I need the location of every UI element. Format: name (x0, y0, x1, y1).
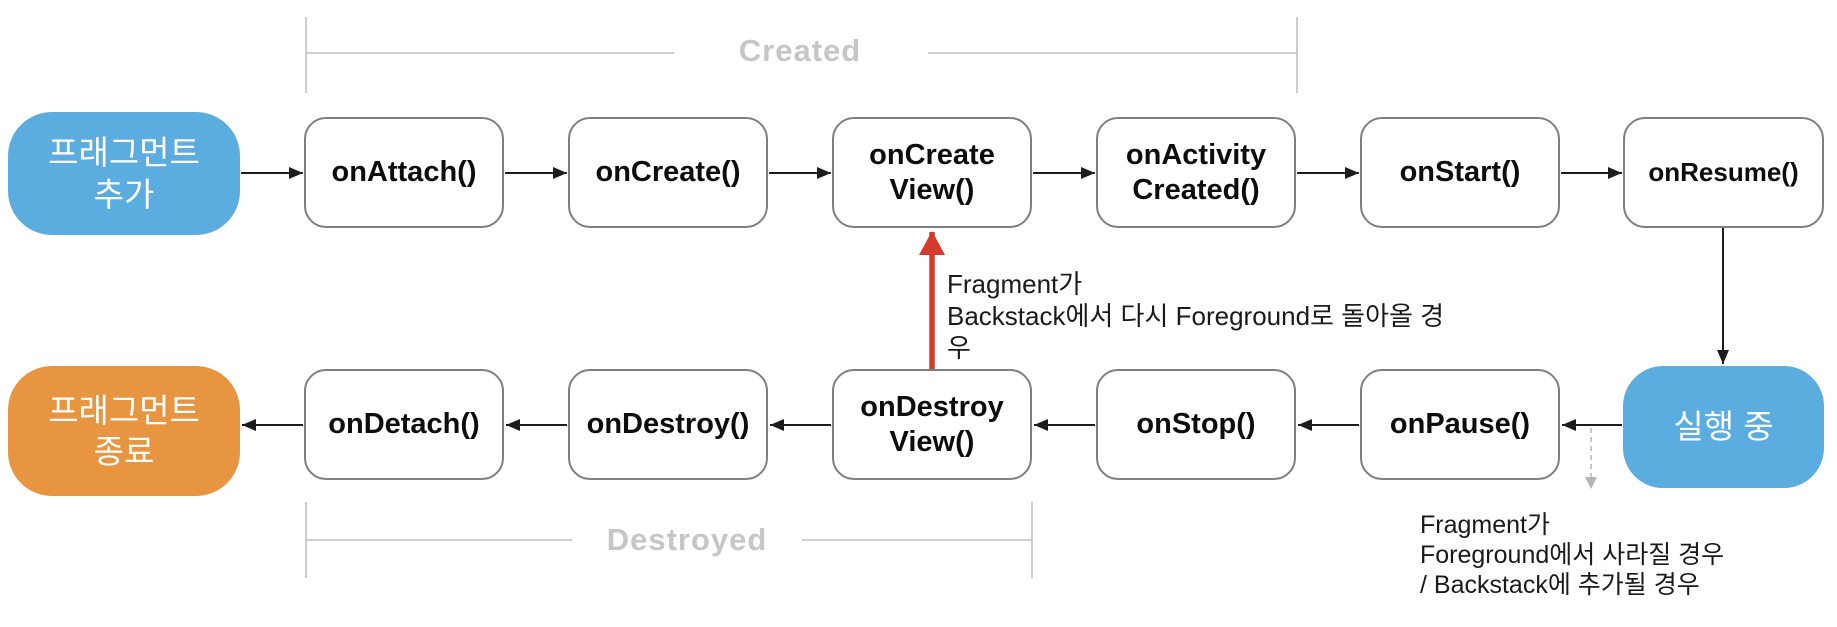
node-oncreateview: onCreate View() (832, 117, 1032, 228)
node-ondestroyview: onDestroy View() (832, 369, 1032, 480)
node-ondetach: onDetach() (304, 369, 504, 480)
node-onattach: onAttach() (304, 117, 504, 228)
created-bracket (305, 17, 1298, 93)
node-oncreate: onCreate() (568, 117, 768, 228)
node-ondestroy: onDestroy() (568, 369, 768, 480)
phase-label-destroyed: Destroyed (606, 522, 768, 557)
node-onstop: onStop() (1096, 369, 1296, 480)
node-onactivitycreated: onActivity Created() (1096, 117, 1296, 228)
annotation-backstack-add: Fragment가 Foreground에서 사라질 경우 / Backstac… (1420, 511, 1725, 599)
node-fragment-add: 프래그먼트 추가 (8, 112, 240, 235)
annotation-backstack-return: Fragment가 Backstack에서 다시 Foreground로 돌아올… (947, 269, 1445, 363)
phase-label-created: Created (738, 33, 862, 68)
node-onresume: onResume() (1623, 117, 1824, 228)
node-onpause: onPause() (1360, 369, 1560, 480)
node-onstart: onStart() (1360, 117, 1560, 228)
node-running: 실행 중 (1623, 366, 1824, 488)
node-fragment-end: 프래그먼트 종료 (8, 366, 240, 496)
destroyed-bracket (305, 502, 1033, 578)
